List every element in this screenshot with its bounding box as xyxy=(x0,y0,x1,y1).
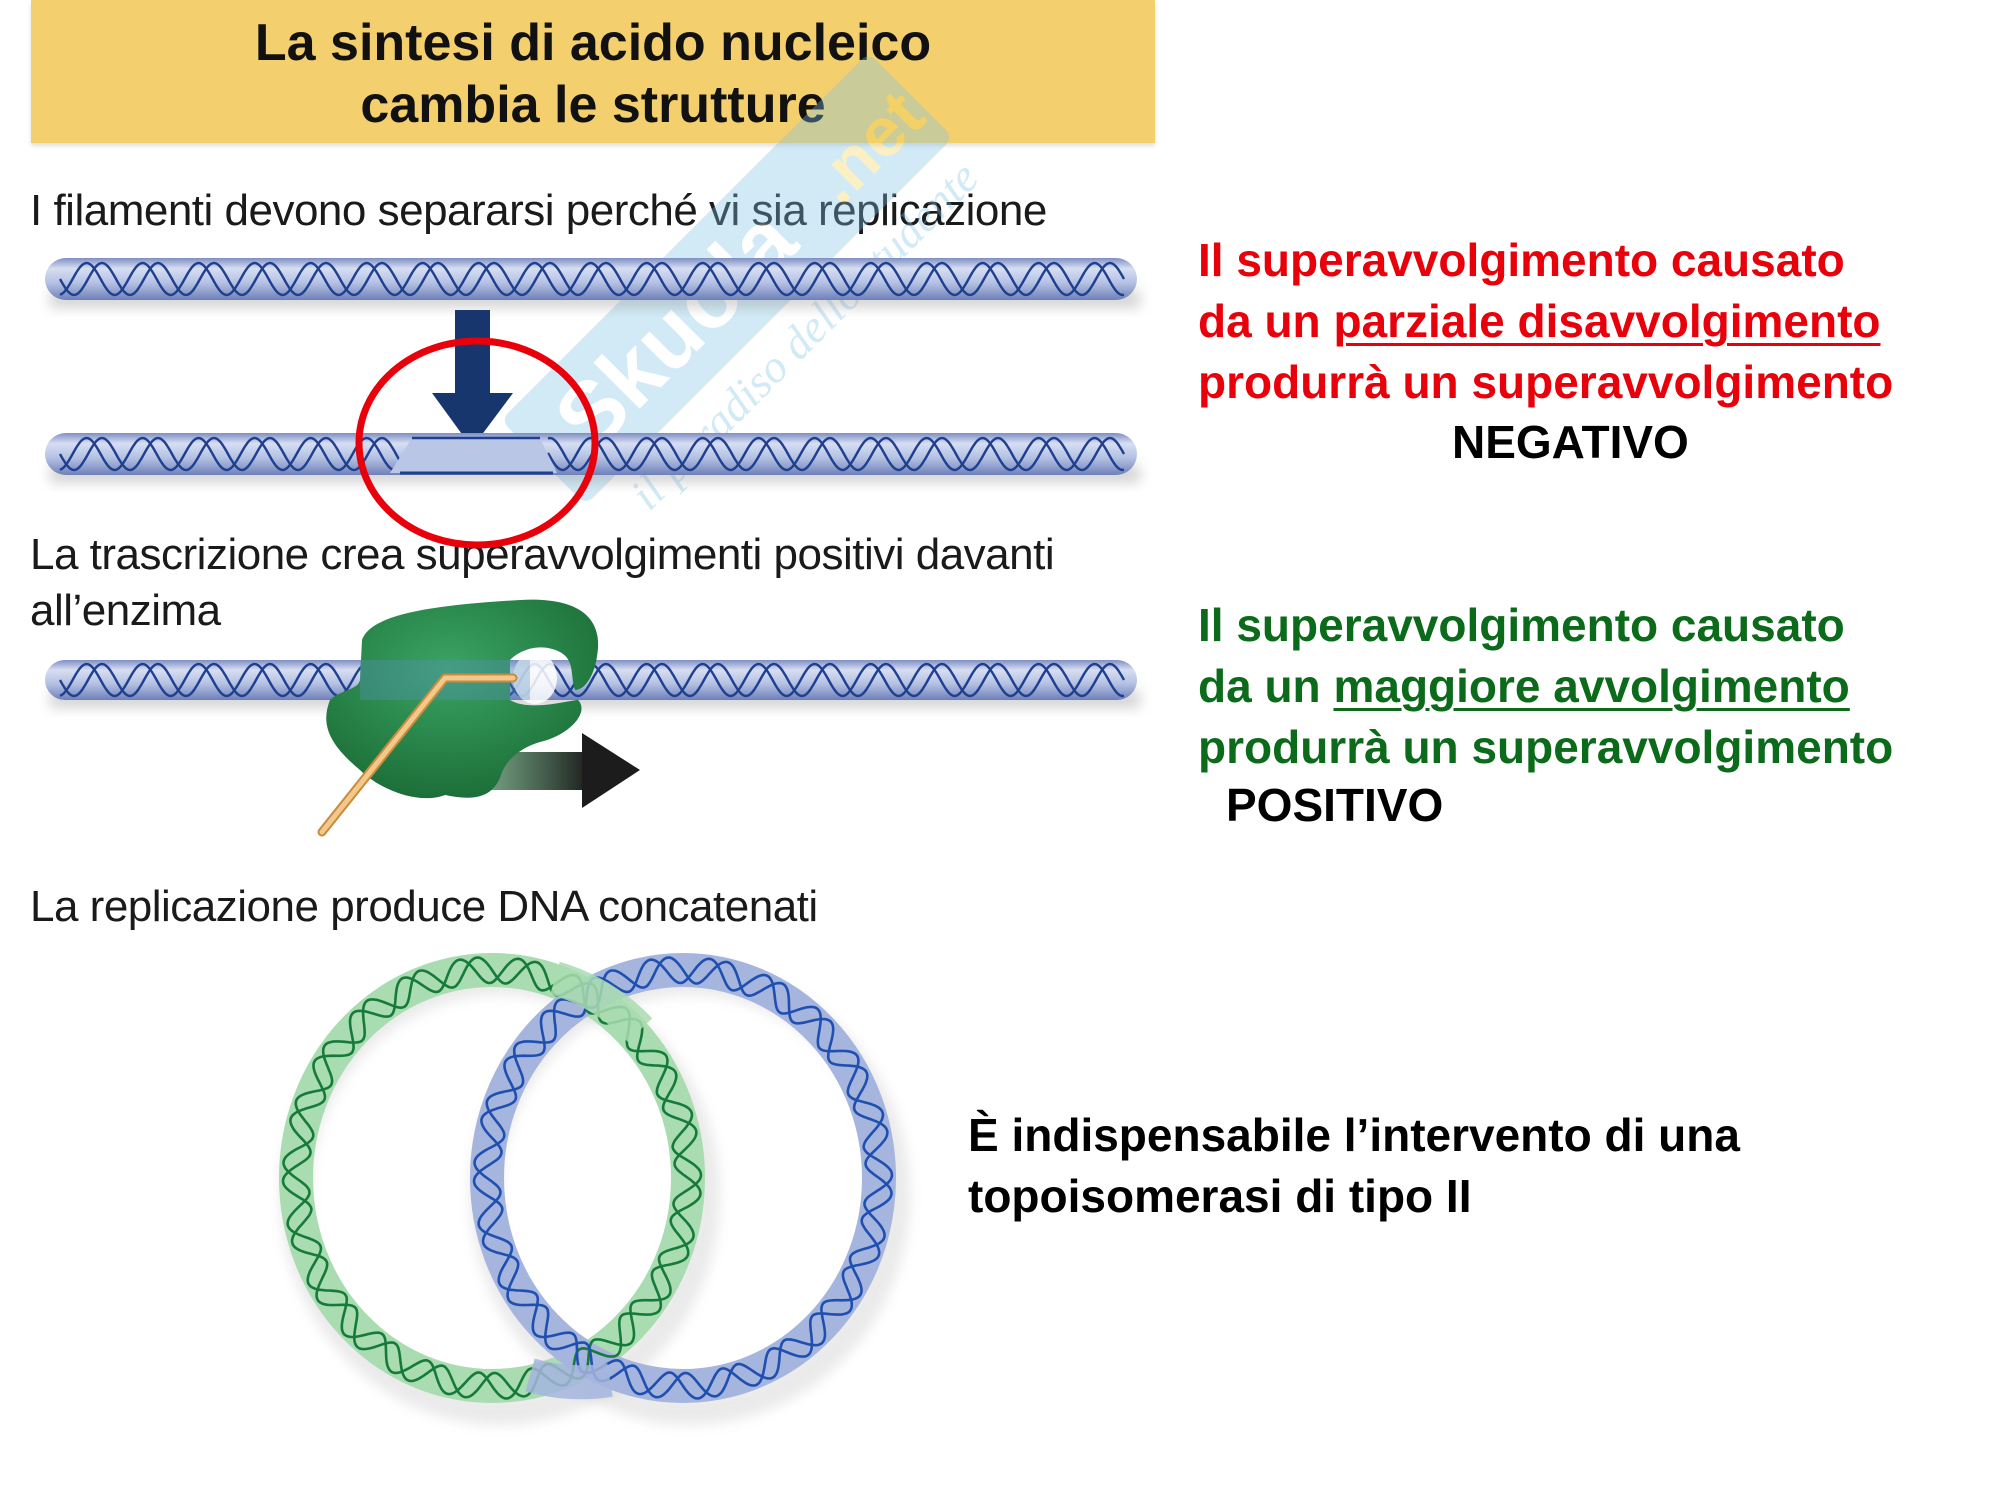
slide-title-line2: cambia le strutture xyxy=(360,76,826,134)
dna-double-helix-3 xyxy=(45,660,1140,708)
caption-transcription-line1: La trascrizione crea superavvolgimenti p… xyxy=(30,530,1055,579)
negative-note-line1: Il superavvolgimento causato xyxy=(1198,234,1845,286)
negative-note-line3: produrrà un superavvolgimento xyxy=(1198,356,1894,408)
down-arrow-icon xyxy=(432,310,513,448)
positive-note-line2: da un maggiore avvolgimento xyxy=(1198,656,1893,717)
title-banner: La sintesi di acido nucleico cambia le s… xyxy=(31,0,1155,143)
caption-transcription-line2: all’enzima xyxy=(30,586,221,635)
negative-note-underlined: parziale disavvolgimento xyxy=(1333,295,1881,347)
catenated-dna-rings xyxy=(279,953,910,1425)
slide-title-line1: La sintesi di acido nucleico xyxy=(254,14,932,72)
highlight-circle xyxy=(355,337,599,549)
positive-note-underlined: maggiore avvolgimento xyxy=(1333,660,1850,712)
positive-note-line3: produrrà un superavvolgimento xyxy=(1198,721,1894,773)
positive-note: Il superavvolgimento causato da un maggi… xyxy=(1198,595,1893,778)
negative-note-line2: da un parziale disavvolgimento xyxy=(1198,291,1893,352)
caption-replication: I filamenti devono separarsi perché vi s… xyxy=(30,186,1047,235)
negative-note-line2-prefix: da un xyxy=(1198,295,1334,347)
negative-emphasis: NEGATIVO xyxy=(1452,416,1689,468)
slide-title: La sintesi di acido nucleico cambia le s… xyxy=(31,12,1155,136)
dna-double-helix-1 xyxy=(45,258,1140,308)
conclusion-line2: topoisomerasi di tipo II xyxy=(968,1170,1472,1222)
positive-note-line2-prefix: da un xyxy=(1198,660,1334,712)
negative-note: Il superavvolgimento causato da un parzi… xyxy=(1198,230,1893,413)
positive-note-line1: Il superavvolgimento causato xyxy=(1198,599,1845,651)
conclusion-line1: È indispensabile l’intervento di una xyxy=(968,1109,1740,1161)
caption-concatenation: La replicazione produce DNA concatenati xyxy=(30,882,818,931)
positive-emphasis: POSITIVO xyxy=(1226,779,1444,831)
conclusion-note: È indispensabile l’intervento di una top… xyxy=(968,1105,1740,1227)
